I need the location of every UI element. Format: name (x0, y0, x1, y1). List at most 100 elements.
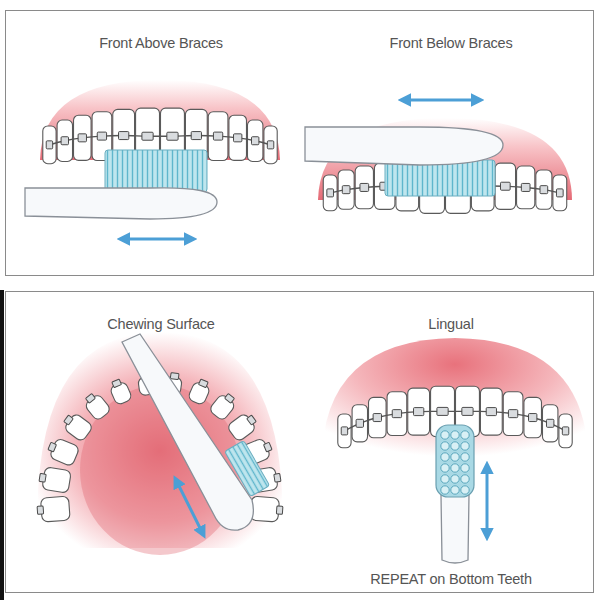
edge-bar (0, 290, 4, 600)
bracket (39, 473, 46, 482)
bracket (540, 186, 548, 194)
bristle-tuft (461, 442, 469, 450)
bracket (64, 415, 74, 425)
teeth-row (323, 160, 566, 213)
tooth (81, 390, 111, 421)
panel-heading: Chewing Surface (107, 316, 214, 332)
panel-heading: Front Below Braces (390, 35, 513, 51)
bracket (191, 132, 201, 140)
tooth-crown (49, 438, 80, 467)
toothbrush-handle (305, 127, 503, 165)
motion-arrow (403, 99, 479, 102)
tooth (108, 377, 133, 405)
bristle-tuft (451, 464, 459, 472)
bracket (267, 141, 273, 149)
bristle-tuft (461, 453, 469, 461)
bracket (48, 442, 57, 452)
tooth (187, 377, 212, 405)
bristle-tuft (461, 486, 469, 494)
bracket (414, 408, 424, 416)
tooth (369, 397, 387, 437)
bracket (356, 419, 363, 427)
bracket (213, 132, 222, 140)
tooth (60, 410, 93, 442)
bristles (385, 160, 495, 196)
panel-frame: Front Above Braces Front Below Braces (5, 10, 594, 276)
bristle-tuft (451, 486, 459, 494)
tooth (553, 175, 567, 211)
bracket (234, 134, 242, 142)
gums (322, 338, 588, 470)
panel-heading: Front Above Braces (99, 35, 223, 51)
tooth-crown (226, 413, 256, 443)
tooth (503, 392, 523, 436)
bristle-tuft (461, 475, 469, 483)
bracket (119, 132, 129, 140)
bristle-tuft (441, 464, 449, 472)
bracket (327, 189, 334, 197)
bracket (342, 186, 350, 194)
bracket (198, 379, 208, 388)
bracket (78, 134, 86, 142)
tooth-crown (208, 393, 236, 421)
tooth-crown (42, 467, 72, 494)
tooth (387, 392, 407, 436)
bristle-tuft (441, 442, 449, 450)
bracket (276, 506, 283, 514)
bristle-tuft (441, 486, 449, 494)
tooth (524, 397, 542, 437)
bracket (360, 183, 369, 191)
tooth (37, 496, 71, 522)
bracket (46, 141, 52, 149)
bracket (529, 414, 537, 422)
instruction-note: REPEAT on Bottom Teeth (370, 571, 532, 587)
tooth (323, 175, 337, 211)
tooth (43, 126, 56, 164)
bracket (274, 473, 281, 482)
bristle-tufts (441, 431, 469, 494)
motion-arrow (122, 238, 192, 241)
tooth (542, 405, 557, 442)
bristle-tuft (451, 453, 459, 461)
tooth (536, 170, 552, 209)
tooth-crown (40, 496, 70, 522)
tooth-crown (250, 496, 280, 522)
tooth (247, 120, 262, 161)
bristle-tuft (451, 475, 459, 483)
tooth (352, 405, 367, 442)
bracket (251, 137, 258, 145)
bracket (112, 379, 122, 388)
panel-heading: Lingual (428, 316, 473, 332)
brush-head (436, 425, 474, 497)
tooth (57, 120, 72, 161)
bristle-tuft (451, 442, 459, 450)
bracket (556, 189, 563, 197)
tooth (226, 410, 259, 442)
tooth (250, 496, 284, 522)
bristles (105, 150, 207, 192)
bracket (61, 137, 68, 145)
bracket (247, 415, 257, 425)
tooth (45, 436, 80, 467)
tooth (38, 466, 72, 493)
panel-frame: Chewing Surface LingualREPEAT on Bottom T… (5, 291, 594, 593)
bracket (486, 408, 496, 416)
bracket (170, 373, 179, 380)
tooth (338, 414, 351, 448)
tooth (208, 390, 238, 421)
teeth-row (338, 386, 572, 448)
bristle-tuft (441, 431, 449, 439)
toothbrush-handle (441, 495, 469, 563)
bracket (263, 442, 272, 452)
bracket (462, 407, 473, 415)
bristle-tuft (461, 464, 469, 472)
bristle-tuft (461, 431, 469, 439)
bracket (500, 182, 510, 190)
tooth-crown (63, 413, 93, 443)
toothbrush-handle (25, 188, 217, 219)
bracket (225, 394, 235, 404)
bracket (437, 407, 448, 415)
bracket (341, 427, 347, 435)
